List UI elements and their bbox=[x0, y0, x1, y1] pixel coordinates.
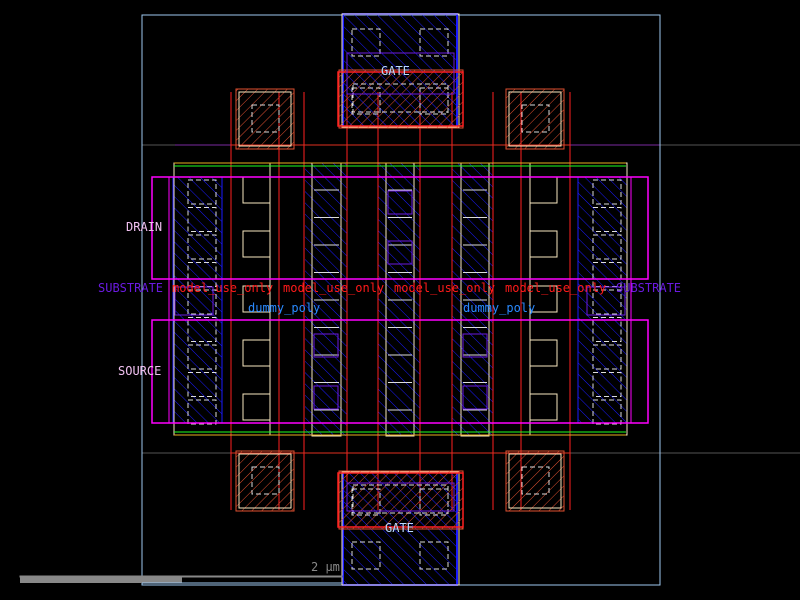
tap-contact bbox=[187, 234, 217, 260]
gate-contact-inner bbox=[352, 83, 449, 113]
gate-contact-inner bbox=[352, 484, 449, 514]
tap-contact bbox=[187, 289, 217, 315]
gate-via bbox=[419, 541, 449, 570]
scale-bar-track bbox=[19, 575, 343, 578]
via bbox=[462, 385, 488, 410]
via bbox=[586, 286, 626, 316]
gate-via bbox=[419, 28, 449, 57]
metal-square bbox=[242, 393, 271, 421]
gate-bottom-label: GATE bbox=[385, 521, 414, 535]
tap-contact bbox=[592, 289, 622, 315]
drain-region bbox=[151, 176, 649, 280]
tap-contact bbox=[187, 207, 217, 232]
tap-contact bbox=[592, 399, 622, 425]
gate-via bbox=[419, 488, 449, 516]
tap-contact bbox=[187, 179, 217, 205]
body-contact-cut bbox=[251, 104, 280, 133]
dummy-poly-label-left: dummy_poly bbox=[248, 301, 321, 315]
drain-pin-label: DRAIN bbox=[126, 220, 163, 234]
scale-bar-label: 2 µm bbox=[311, 560, 340, 574]
body-contact-metal bbox=[238, 453, 292, 509]
model-label: model_use_only bbox=[172, 281, 274, 295]
via bbox=[174, 286, 214, 316]
gate-contact-hatch bbox=[338, 470, 464, 530]
source-pin-label: SOURCE bbox=[118, 364, 162, 378]
gate-purple bbox=[346, 52, 455, 95]
tap-contact bbox=[187, 317, 217, 342]
gate-purple bbox=[346, 482, 455, 512]
body-contact-cut bbox=[521, 104, 550, 133]
substrate-label-right: SUBSTRATE bbox=[616, 281, 682, 295]
gate-via bbox=[419, 87, 449, 115]
via bbox=[387, 190, 413, 215]
via bbox=[387, 240, 413, 265]
tap-contact bbox=[592, 234, 622, 260]
body-contact-metal bbox=[508, 453, 562, 509]
gate-contact-hatch bbox=[338, 69, 464, 129]
metal-square bbox=[242, 176, 271, 204]
source-region bbox=[151, 319, 649, 424]
metal-square bbox=[529, 230, 558, 258]
substrate-tap bbox=[577, 176, 628, 424]
model-label: model_use_only bbox=[394, 281, 496, 295]
model-label: model_use_only bbox=[283, 281, 385, 295]
body-contact bbox=[505, 88, 565, 150]
metal-square bbox=[529, 339, 558, 367]
gate-via bbox=[351, 87, 381, 115]
tap-contact bbox=[592, 179, 622, 205]
body-contact-cut bbox=[251, 466, 280, 495]
gate-via bbox=[351, 488, 381, 516]
via bbox=[462, 333, 488, 358]
metal-square bbox=[529, 393, 558, 421]
gate-top-label: GATE bbox=[381, 64, 410, 78]
metal-square bbox=[242, 230, 271, 258]
body-contact bbox=[235, 450, 295, 512]
gate-via bbox=[351, 28, 381, 57]
body-contact-metal bbox=[238, 91, 292, 147]
layout-shapes bbox=[19, 13, 800, 586]
metal-square bbox=[242, 339, 271, 367]
body-contact bbox=[505, 450, 565, 512]
via bbox=[313, 333, 339, 358]
metal-square bbox=[529, 176, 558, 204]
dummy-poly-label-right: dummy_poly bbox=[463, 301, 536, 315]
tap-contact bbox=[187, 344, 217, 370]
tap-contact bbox=[187, 399, 217, 425]
scale-bar-fill bbox=[20, 577, 182, 583]
model-label: model_use_only bbox=[505, 281, 607, 295]
body-contact-cut bbox=[521, 466, 550, 495]
tap-contact bbox=[187, 372, 217, 397]
body-contact bbox=[235, 88, 295, 150]
substrate-tap bbox=[172, 176, 223, 424]
body-contact-metal bbox=[508, 91, 562, 147]
metal-square bbox=[242, 285, 271, 313]
tap-contact bbox=[592, 207, 622, 232]
gate-via bbox=[351, 541, 381, 570]
via bbox=[313, 385, 339, 410]
tap-contact bbox=[592, 372, 622, 397]
tap-contact bbox=[592, 344, 622, 370]
gate-red bbox=[337, 472, 464, 528]
tap-contact bbox=[592, 317, 622, 342]
substrate-label-left: SUBSTRATE bbox=[98, 281, 164, 295]
gate-red bbox=[337, 71, 464, 127]
metal-square bbox=[529, 285, 558, 313]
